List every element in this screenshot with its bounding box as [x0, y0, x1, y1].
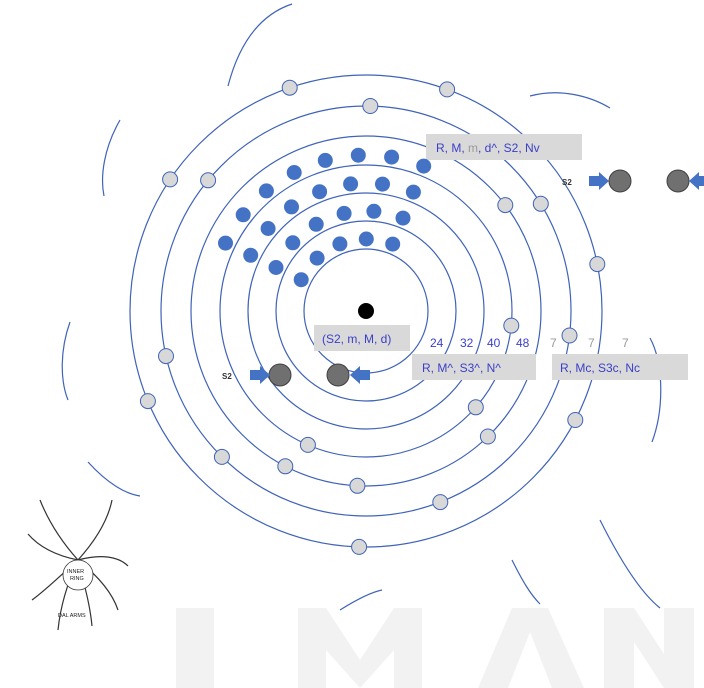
- shell-count-24: 24: [430, 336, 444, 350]
- arrow-right-icon: [250, 366, 270, 384]
- filled-electron: [235, 207, 251, 223]
- orbit-electron: [439, 81, 456, 98]
- filled-electron: [284, 199, 299, 215]
- spiral-inset: INNER RING DAL ARMS: [27, 499, 129, 631]
- center-label-box: [314, 325, 410, 351]
- orbit-electron: [362, 98, 379, 114]
- filled-electron: [218, 235, 233, 251]
- orbit-electron: [299, 436, 316, 453]
- orbit-electron: [351, 538, 368, 555]
- filled-electron: [343, 176, 359, 192]
- filled-electron: [293, 272, 309, 288]
- filled-electron: [332, 236, 348, 252]
- filled-electron: [285, 235, 301, 251]
- orbit-electron: [567, 412, 584, 428]
- mid-label-box: [412, 354, 536, 380]
- outer-count-7-c: 7: [622, 336, 629, 350]
- orbit-ring: [190, 135, 542, 487]
- right-label: R, Mc, S3c, Nc: [560, 361, 640, 375]
- top-label-box: [426, 134, 582, 160]
- filled-electron: [350, 147, 366, 163]
- filled-electron: [268, 260, 284, 275]
- orbit-ring: [247, 192, 485, 430]
- filled-electron: [336, 205, 352, 221]
- filled-electron: [309, 250, 325, 266]
- arrow-left-icon: [689, 172, 704, 190]
- filled-electron: [243, 247, 259, 263]
- center-label: (S2, m, M, d): [322, 332, 391, 346]
- filled-electron: [366, 203, 382, 219]
- shell-count-32: 32: [460, 336, 474, 350]
- orbit-ring: [275, 220, 457, 402]
- orbit-electron: [432, 494, 449, 511]
- swirl-arms: [61, 3, 662, 611]
- mid-label: R, M^, S3^, N^: [422, 361, 501, 375]
- orbit-electron: [532, 195, 549, 212]
- orbit-electron: [277, 458, 294, 475]
- particle-right-2: [666, 169, 690, 193]
- particle-center: [326, 363, 350, 387]
- top-label: R, M, m, d^, S2, Nv: [436, 141, 540, 155]
- filled-electron: [258, 183, 274, 199]
- inset-label-ring: RING: [70, 576, 84, 582]
- orbit-electron: [213, 448, 230, 465]
- filled-electron: [405, 184, 421, 200]
- filled-electron: [416, 158, 432, 174]
- filled-electron: [395, 210, 411, 226]
- right-label-box: [552, 354, 688, 380]
- orbit-electron: [158, 348, 174, 365]
- arrow-right-icon: [589, 172, 609, 190]
- filled-electron: [317, 152, 333, 168]
- shell-count-40: 40: [487, 336, 501, 350]
- arrow-left-icon: [350, 366, 370, 384]
- inset-label-arms: DAL ARMS: [58, 613, 86, 619]
- orbit-electron: [281, 79, 298, 96]
- orbit-electron: [561, 327, 578, 344]
- s2-label-right: S2: [562, 178, 572, 187]
- orbit-ring: [219, 164, 513, 458]
- orbit-electrons: [139, 79, 606, 555]
- orbit-electron: [589, 256, 606, 273]
- incoming-particles: [250, 169, 704, 387]
- orbit-electron: [139, 393, 156, 410]
- filled-electron: [308, 216, 324, 232]
- particle-right-1: [608, 169, 632, 193]
- orbit-electron: [503, 317, 520, 334]
- particle-left: [268, 363, 292, 387]
- outer-count-7-a: 7: [550, 336, 557, 350]
- filled-electron: [260, 221, 276, 236]
- label-boxes: [314, 134, 688, 380]
- filled-electron: [385, 236, 401, 252]
- filled-electron: [384, 149, 400, 165]
- outer-count-7-b: 7: [588, 336, 595, 350]
- inset-label-inner: INNER: [67, 569, 84, 575]
- filled-electron: [375, 176, 390, 192]
- orbit-electron: [479, 428, 496, 445]
- orbit-electron: [497, 197, 514, 214]
- shell-count-48: 48: [516, 336, 530, 350]
- filled-electron: [286, 165, 302, 180]
- orbit-electron: [349, 477, 366, 494]
- filled-electron: [312, 184, 328, 200]
- s2-label-left: S2: [222, 372, 232, 381]
- inner-ring-disc: [62, 559, 94, 591]
- filled-electron: [358, 231, 374, 247]
- orbit-electron: [200, 172, 217, 189]
- nucleus: [358, 303, 374, 319]
- filled-electron-arcs: [218, 147, 432, 288]
- watermark: [176, 608, 694, 688]
- orbit-electron: [162, 171, 179, 188]
- orbit-electron: [467, 399, 484, 416]
